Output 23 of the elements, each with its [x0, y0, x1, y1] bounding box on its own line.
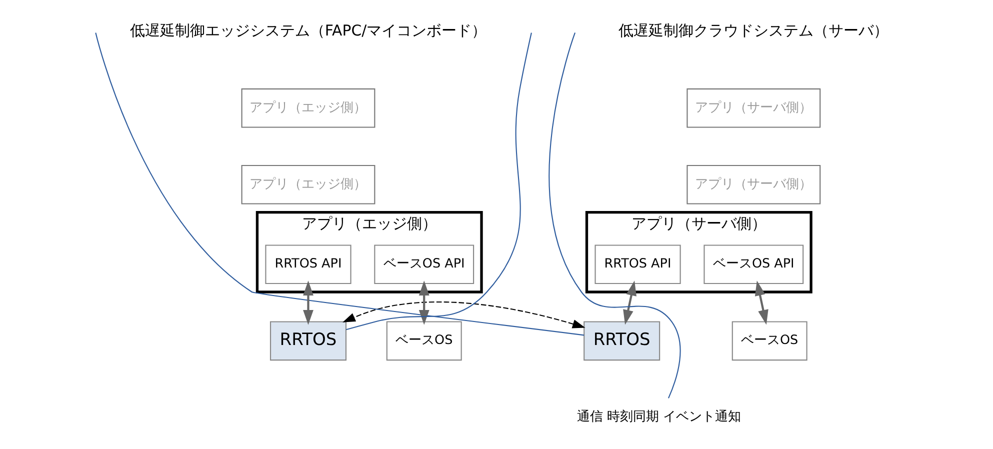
label: 低遅延制御エッジシステム（FAPC/マイコンボード） [129, 21, 486, 40]
connector [345, 32, 532, 330]
label: 低遅延制御クラウドシステム（サーバ） [618, 21, 888, 40]
node-box: ベースOS [386, 321, 462, 361]
node-box: アプリ（サーバ側） [686, 88, 820, 128]
connector [94, 32, 584, 336]
node-text: 通信 時刻同期 イベント通知 [576, 410, 741, 425]
node-box: RRTOS API [594, 244, 680, 284]
node-box: アプリ（エッジ側） [240, 88, 375, 128]
node-box: RRTOS [583, 321, 660, 361]
node-box: RRTOS [269, 321, 346, 361]
node-box: ベースOS [731, 321, 807, 361]
node-box: ベースOS API [703, 244, 804, 284]
connector [548, 32, 680, 398]
arrow [302, 280, 313, 325]
arrow [342, 301, 585, 328]
node-box: アプリ（エッジ側） [240, 164, 375, 204]
arrow [418, 280, 429, 325]
node-box: RRTOS API [264, 244, 351, 284]
node-box: ベースOS API [374, 244, 474, 284]
arrow [754, 280, 768, 325]
node-box: アプリ（サーバ側） [686, 164, 820, 204]
arrow [622, 280, 636, 325]
